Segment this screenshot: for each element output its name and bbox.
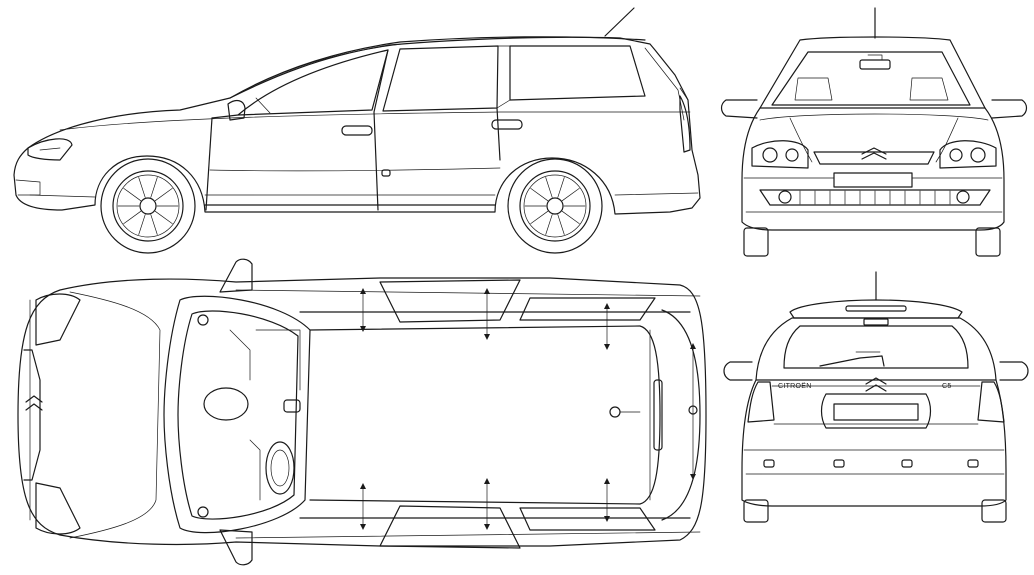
rear-brand-badge: CITROËN: [778, 382, 812, 390]
wheel-spoke: [545, 214, 553, 235]
top-dimension-markers: [360, 288, 696, 530]
top-view: [17, 258, 707, 566]
side-front-wheel: [100, 158, 196, 254]
wheel-spoke: [561, 210, 580, 224]
rear-view: CITROËN C5: [723, 271, 1029, 523]
wheel-spoke: [557, 214, 565, 235]
rear-reflectors: [763, 459, 979, 468]
wheel-spoke: [530, 210, 549, 224]
side-view: [13, 7, 701, 254]
wheel-spoke: [530, 188, 549, 202]
rear-model-badge: C5: [942, 383, 952, 390]
wheel-spoke: [138, 214, 146, 235]
wheel-spoke: [545, 177, 553, 198]
wheel-spoke: [150, 214, 158, 235]
wheel-spoke: [138, 177, 146, 198]
side-rear-wheel: [507, 158, 603, 254]
wheel-spoke: [123, 188, 142, 202]
wheel-spoke: [150, 177, 158, 198]
wheel-spoke: [557, 177, 565, 198]
wheel-spoke: [561, 188, 580, 202]
wheel-spoke: [123, 210, 142, 224]
front-view: [720, 7, 1028, 257]
wheel-spoke: [154, 210, 173, 224]
wheel-spoke: [154, 188, 173, 202]
